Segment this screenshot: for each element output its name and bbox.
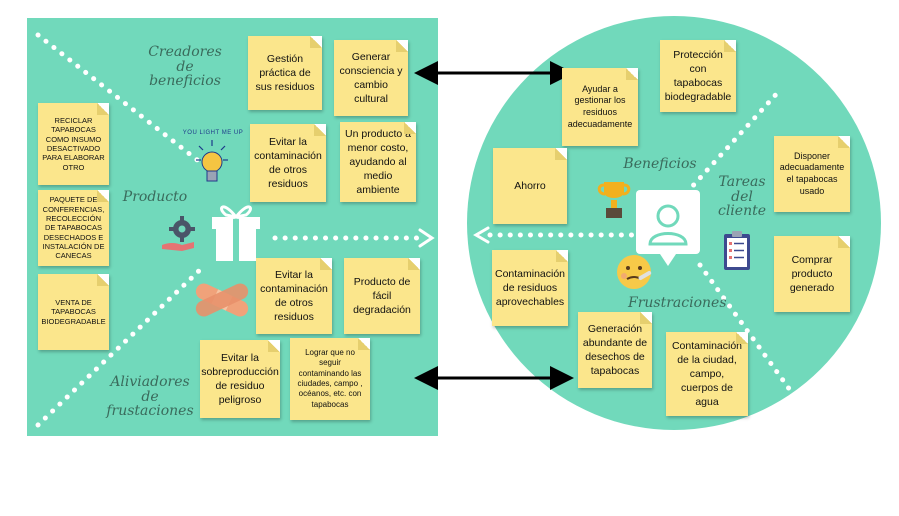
creator-note-1: Gestión práctica de sus residuos [248,36,322,110]
gain-note-2: Protección con tapabocas biodegradable [660,40,736,112]
clipboard-icon [724,231,750,270]
product-note-2: PAQUETE DE CONFERENCIAS, RECOLECCIÓN DE … [38,190,109,266]
section-creators-label: Creadores de beneficios [148,44,222,90]
creator-note-3: Evitar la contaminación de otros residuo… [250,124,326,202]
pain-note-2: Contaminación de la ciudad, campo, cuerp… [666,332,748,416]
lightbulb-icon [196,140,228,182]
job-note-1: Disponer adecuadamente el tapabocas usad… [774,136,850,212]
reliever-note-2: Producto de fácil degradación [344,258,420,334]
product-note-1: RECICLAR TAPABOCAS COMO INSUMO DESACTIVA… [38,103,109,185]
gain-note-4: Contaminación de residuos aprovechables [492,250,568,326]
reliever-note-3: Evitar la sobreproducción de residuo pel… [200,340,280,418]
gift-icon [212,205,260,261]
product-note-3: VENTA DE TAPABOCAS BIODEGRADABLE [38,274,109,350]
section-gains-label: Beneficios [623,156,697,172]
pain-note-1: Generación abundante de desechos de tapa… [578,312,652,388]
customer-icon [636,190,700,266]
gear-hand-icon [162,216,195,251]
creator-note-4: Un producto a menor costo, ayudando al m… [340,122,416,202]
section-pains-label: Frustraciones [628,295,727,311]
trophy-icon [597,182,631,218]
sick-face-icon [617,255,652,289]
bandage-icon [195,283,249,317]
section-jobs-label: Tareas del cliente [717,174,766,220]
section-product-label: Producto [122,189,188,205]
gain-note-1: Ayudar a gestionar los residuos adecuada… [562,68,638,146]
reliever-note-4: Lograr que no seguir contaminando las ci… [290,338,370,420]
reliever-note-1: Evitar la contaminación de otros residuo… [256,258,332,334]
section-relievers-label: Aliviadores de frustaciones [106,374,194,420]
gain-note-3: Ahorro [493,148,567,224]
job-note-2: Comprar producto generado [774,236,850,312]
icon-caption: YOU LIGHT ME UP [182,130,244,136]
creator-note-2: Generar consciencia y cambio cultural [334,40,408,116]
